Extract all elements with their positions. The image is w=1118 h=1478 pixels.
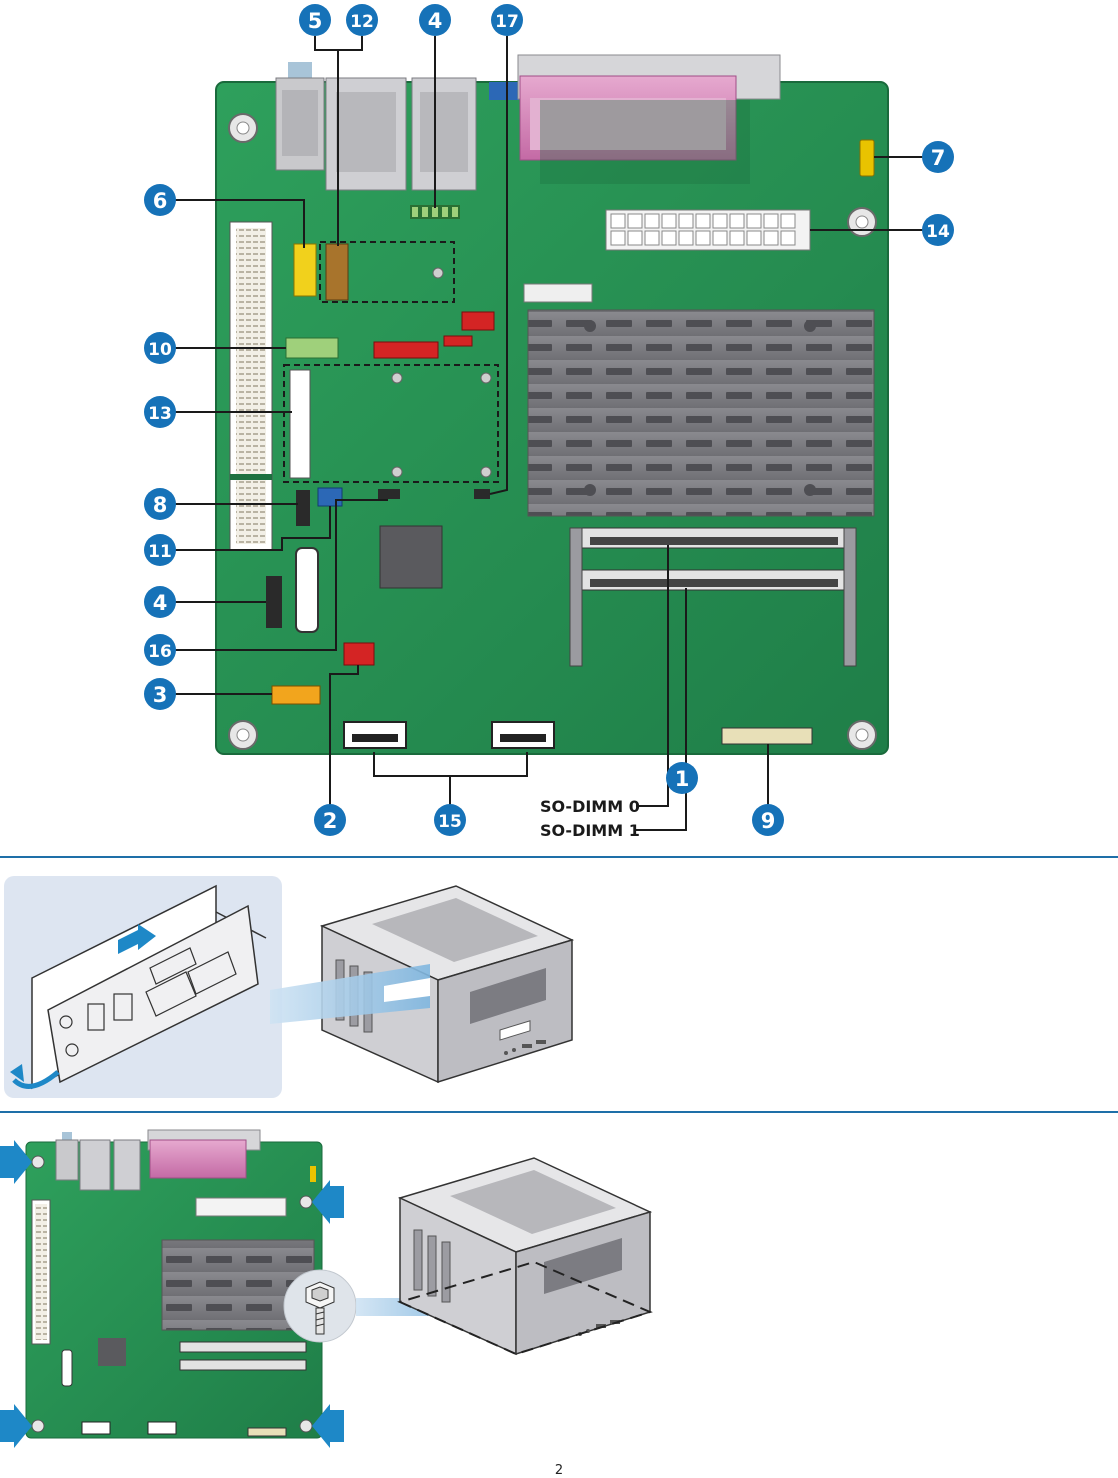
- svg-text:12: 12: [350, 12, 374, 32]
- svg-text:1: 1: [675, 767, 690, 791]
- svg-text:4: 4: [428, 9, 443, 33]
- header-4-lower: [266, 576, 282, 628]
- header-16: [378, 489, 400, 499]
- fan-header-2: [343, 642, 375, 666]
- leader-lines: [170, 36, 928, 831]
- red-header: [373, 341, 439, 359]
- svg-text:14: 14: [926, 222, 950, 242]
- optional-area-top: [319, 241, 455, 303]
- callout-3: 3: [144, 678, 176, 710]
- callout-2: 2: [314, 804, 346, 836]
- insert-beam: [270, 964, 430, 1024]
- callout-9: 9: [752, 804, 784, 836]
- screw-location-arrows: [0, 1140, 344, 1448]
- svg-text:6: 6: [153, 189, 168, 213]
- heatsink: [527, 309, 875, 517]
- io-shield-plate: [47, 904, 259, 1084]
- svg-text:16: 16: [148, 642, 172, 662]
- so-dimm-slots: [569, 527, 857, 667]
- board-install-step: [0, 1129, 653, 1448]
- board-outline-dashed: [397, 1260, 653, 1356]
- arrow-bottom-left: [0, 1404, 32, 1448]
- arrow-bottom-right: [312, 1404, 344, 1448]
- header-10: [285, 337, 339, 359]
- rotate-arrow: [12, 1070, 60, 1089]
- svg-text:13: 13: [148, 404, 172, 424]
- svg-text:9: 9: [761, 809, 776, 833]
- so-dimm-0-label: SO-DIMM 0: [540, 797, 640, 816]
- insert-arrow: [118, 924, 156, 954]
- rear-io-ports: [275, 54, 781, 191]
- svg-text:7: 7: [931, 146, 946, 170]
- arrow-top-right: [312, 1180, 344, 1224]
- svg-text:10: 10: [148, 340, 172, 360]
- callout-8: 8: [144, 488, 176, 520]
- callout-1: 1: [666, 762, 698, 794]
- header-17: [474, 489, 490, 499]
- callout-4-top: 4: [419, 4, 451, 36]
- power-connector: [605, 209, 811, 251]
- header-8: [296, 490, 310, 526]
- motherboard-diagram: [215, 54, 889, 755]
- callout-14: 14: [922, 214, 954, 246]
- svg-text:3: 3: [153, 683, 168, 707]
- svg-text:4: 4: [153, 591, 168, 615]
- callout-17: 17: [491, 4, 523, 36]
- callout-13: 13: [144, 396, 176, 428]
- svg-text:17: 17: [495, 12, 519, 32]
- chipset: [379, 525, 443, 589]
- ribbon-connector: [523, 283, 593, 303]
- header-3: [271, 685, 321, 705]
- callout-6: 6: [144, 184, 176, 216]
- callout-4-left: 4: [144, 586, 176, 618]
- svg-text:15: 15: [438, 812, 462, 832]
- callout-16: 16: [144, 634, 176, 666]
- callout-10: 10: [144, 332, 176, 364]
- svg-text:11: 11: [148, 542, 172, 562]
- callout-7: 7: [922, 141, 954, 173]
- callout-markers: 1 2 3 4 4 5 6 7 8 9 10 11 12 13 14 15 16…: [144, 4, 954, 836]
- chassis-2: [397, 1157, 653, 1356]
- svg-text:8: 8: [153, 493, 168, 517]
- so-dimm-1-label: SO-DIMM 1: [540, 821, 640, 840]
- battery: [295, 547, 319, 633]
- header-5-12: [325, 243, 349, 301]
- callout-15: 15: [434, 804, 466, 836]
- callout-5: 5: [299, 4, 331, 36]
- jumper-11: [317, 487, 343, 507]
- header-7: [859, 139, 875, 177]
- header-9: [721, 727, 813, 745]
- svg-text:5: 5: [308, 9, 323, 33]
- header-6: [293, 243, 317, 297]
- callout-12: 12: [346, 4, 378, 36]
- arrow-top-left: [0, 1140, 32, 1184]
- io-shield-step: [4, 876, 575, 1098]
- mini-card-area: [283, 364, 499, 483]
- svg-text:2: 2: [323, 809, 338, 833]
- callout-11: 11: [144, 534, 176, 566]
- pci-slot: [229, 221, 273, 551]
- page-number: 2: [555, 1463, 563, 1478]
